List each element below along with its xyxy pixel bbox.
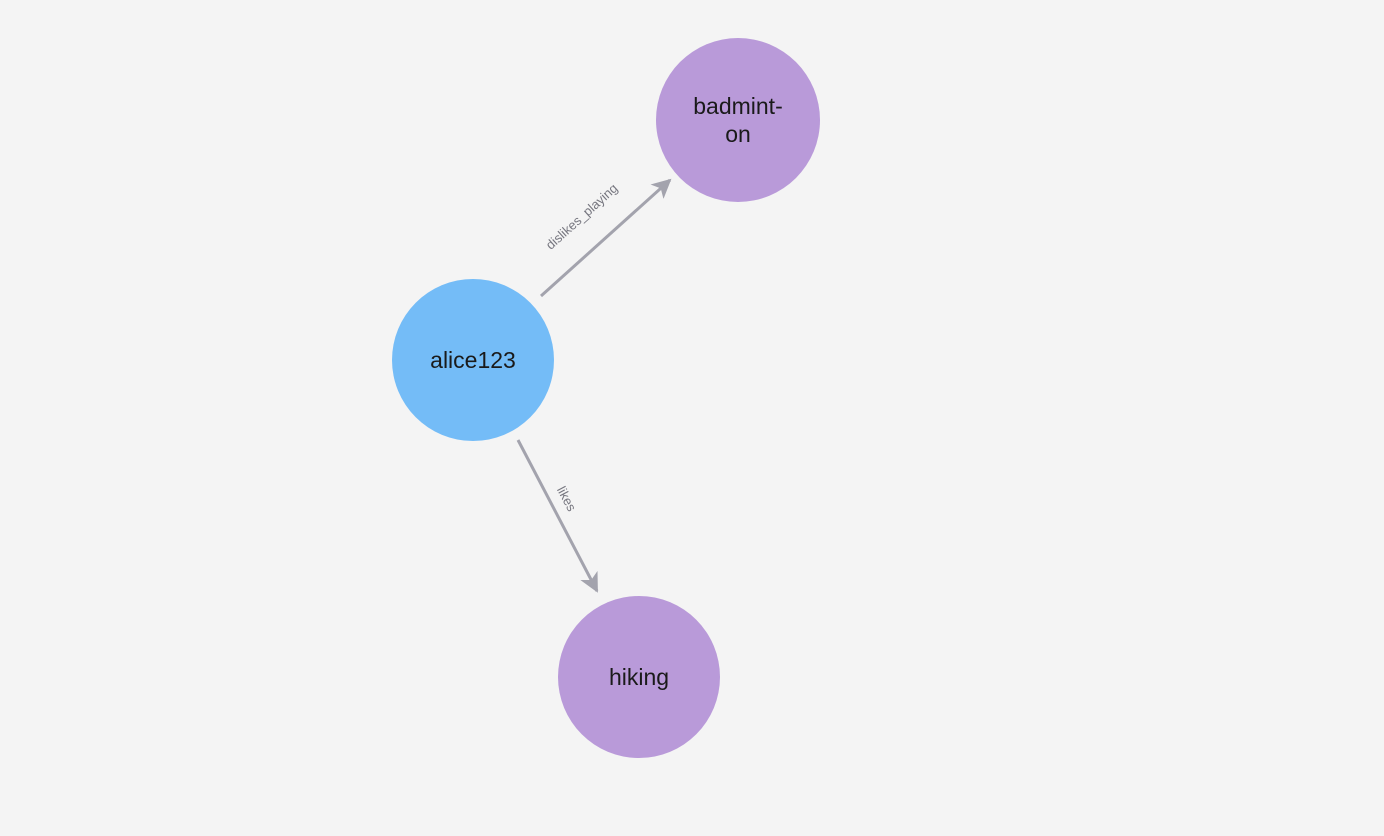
node-label-alice123: alice123	[430, 347, 516, 373]
edge-label-likes[interactable]: likes	[554, 484, 580, 514]
edges-layer	[516, 178, 672, 593]
node-circle-hiking[interactable]	[558, 596, 720, 758]
node-circle-badminton[interactable]	[656, 38, 820, 202]
node-label-badminton: badmint-	[693, 93, 782, 119]
graph-edge[interactable]	[516, 439, 599, 593]
node-circle-alice123[interactable]	[392, 279, 554, 441]
graph-node-hiking[interactable]: hiking	[558, 596, 720, 758]
nodes-layer: alice123 badmint-on hiking	[392, 38, 820, 758]
node-label-badminton: on	[725, 121, 751, 147]
node-label-hiking: hiking	[609, 664, 669, 690]
graph-node-badminton[interactable]: badmint-on	[656, 38, 820, 202]
graph-edge[interactable]	[539, 178, 672, 298]
edge-label-dislikes_playing[interactable]: dislikes_playing	[543, 180, 621, 252]
graph-node-alice123[interactable]: alice123	[392, 279, 554, 441]
